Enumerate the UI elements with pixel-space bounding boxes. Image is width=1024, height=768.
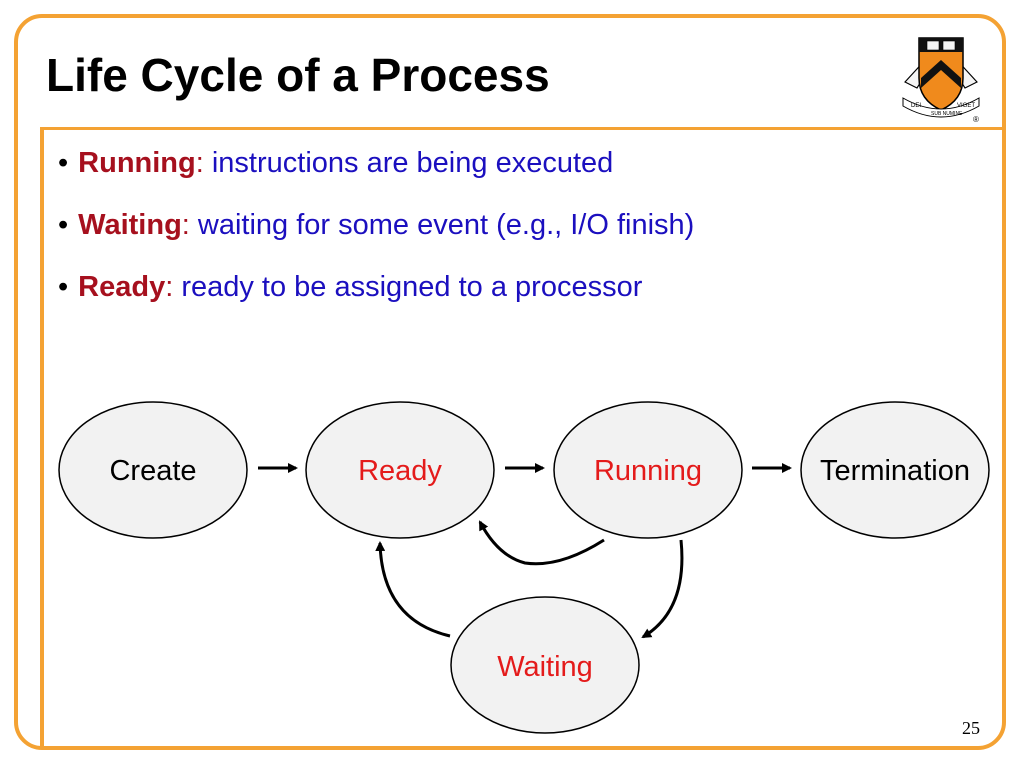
arrow-running-to-waiting <box>641 539 684 639</box>
state-create-label: Create <box>109 455 196 487</box>
logo-motto-left: DEI <box>911 103 921 109</box>
bullet-list: •Running: instructions are being execute… <box>58 143 694 329</box>
title-divider <box>40 127 1006 130</box>
state-waiting-label: Waiting <box>497 651 593 683</box>
state-ready <box>305 401 495 539</box>
left-accent-bar <box>40 127 44 748</box>
state-termination-label: Termination <box>820 455 970 487</box>
bullet-description: instructions are being executed <box>203 147 614 179</box>
bullet-ready: •Ready: ready to be assigned to a proces… <box>58 271 643 303</box>
state-termination <box>800 401 990 539</box>
state-waiting <box>450 596 640 734</box>
princeton-shield-icon: DEI SUB NUMINE VIGET ® <box>902 37 980 124</box>
slide-frame <box>14 14 1006 750</box>
bullet-description: ready to be assigned to a processor <box>173 271 643 303</box>
state-ready-label: Ready <box>358 455 442 487</box>
arrow-waiting-to-ready <box>375 541 451 638</box>
state-running <box>553 401 743 539</box>
state-running-label: Running <box>594 455 702 487</box>
state-create <box>58 401 248 539</box>
page-number: 25 <box>962 718 980 738</box>
slide-title: Life Cycle of a Process <box>46 49 550 101</box>
arrow-running-to-ready <box>478 520 605 566</box>
bullet-waiting: •Waiting: waiting for some event (e.g., … <box>58 209 695 241</box>
bullet-term: Ready <box>78 271 166 303</box>
bullet-running: •Running: instructions are being execute… <box>58 147 614 179</box>
bullet-term: Running <box>78 147 196 179</box>
logo-registered-mark: ® <box>973 115 979 124</box>
bullet-term: Waiting <box>78 209 182 241</box>
logo-motto-right: VIGET <box>957 103 975 109</box>
logo-motto-center: SUB NUMINE <box>931 111 963 117</box>
bullet-description: waiting for some event (e.g., I/O finish… <box>189 209 695 241</box>
